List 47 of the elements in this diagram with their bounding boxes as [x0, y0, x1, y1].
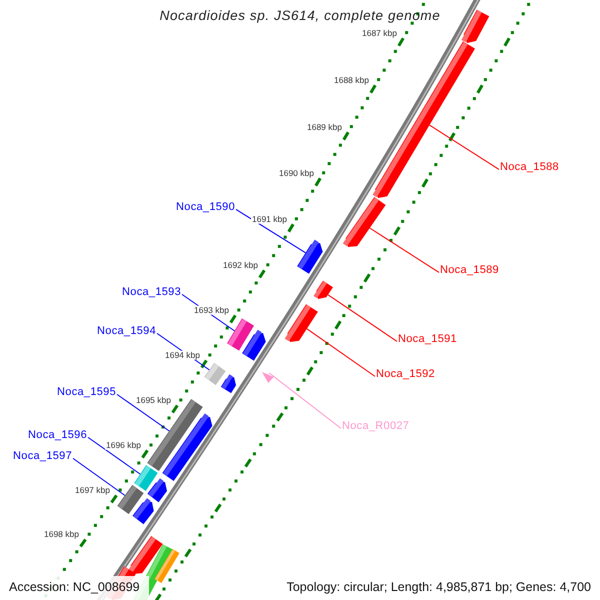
scale-label: 1691 kbp [251, 214, 288, 224]
gene-block [242, 330, 266, 361]
leader-line [116, 394, 170, 432]
gene-label: Noca_1592 [376, 368, 435, 380]
scale-label: 1687 kbp [361, 28, 398, 38]
gene-block [284, 304, 318, 342]
scale-label: 1693 kbp [193, 306, 230, 314]
scale-label: 1697 kbp [74, 486, 111, 494]
scale-label: 1694 kbp [164, 350, 201, 360]
leader-line [429, 124, 500, 170]
leader-line [72, 458, 126, 496]
scale-label: 1695 kbp [135, 396, 172, 404]
gene-block [162, 413, 212, 481]
gene-block [297, 240, 323, 274]
leader-line [306, 328, 376, 377]
scale-label: 1690 kbp [278, 168, 315, 178]
gene-block [314, 280, 333, 299]
gene-block [461, 10, 490, 43]
map-title: Nocardioides sp. JS614, complete genome [158, 8, 442, 23]
gene-label: Noca_1593 [122, 286, 181, 298]
gene-block [132, 498, 154, 524]
leader-line [88, 436, 141, 475]
gene-label: Noca_1595 [57, 386, 116, 398]
gene-label: Noca_1597 [13, 450, 72, 462]
leader-line [328, 294, 398, 342]
gene-label: Noca_1589 [440, 264, 499, 276]
gene-label: Noca_1591 [398, 332, 457, 346]
gene-block [147, 478, 167, 502]
gene-label: Noca_1590 [176, 200, 235, 214]
gene-block [154, 548, 180, 584]
leader-line [268, 372, 342, 429]
gene-block [372, 41, 475, 198]
gene-label: Noca_1596 [28, 428, 87, 442]
gene-block [204, 362, 226, 386]
gene-block [220, 374, 236, 394]
gene-label: Noca_R0027 [342, 420, 410, 432]
gene-block [342, 197, 386, 247]
scale-label: 1692 kbp [222, 260, 259, 270]
gene-label: Noca_1588 [500, 160, 559, 174]
leader-line [236, 208, 306, 254]
scale-label: 1696 kbp [105, 440, 142, 450]
scale-label: 1689 kbp [306, 122, 343, 132]
scale-label: 1698 kbp [43, 530, 80, 538]
scale-label: 1688 kbp [333, 76, 370, 84]
gene-label: Noca_1594 [97, 324, 156, 338]
leader-line [369, 228, 440, 273]
gene-block [262, 372, 274, 383]
